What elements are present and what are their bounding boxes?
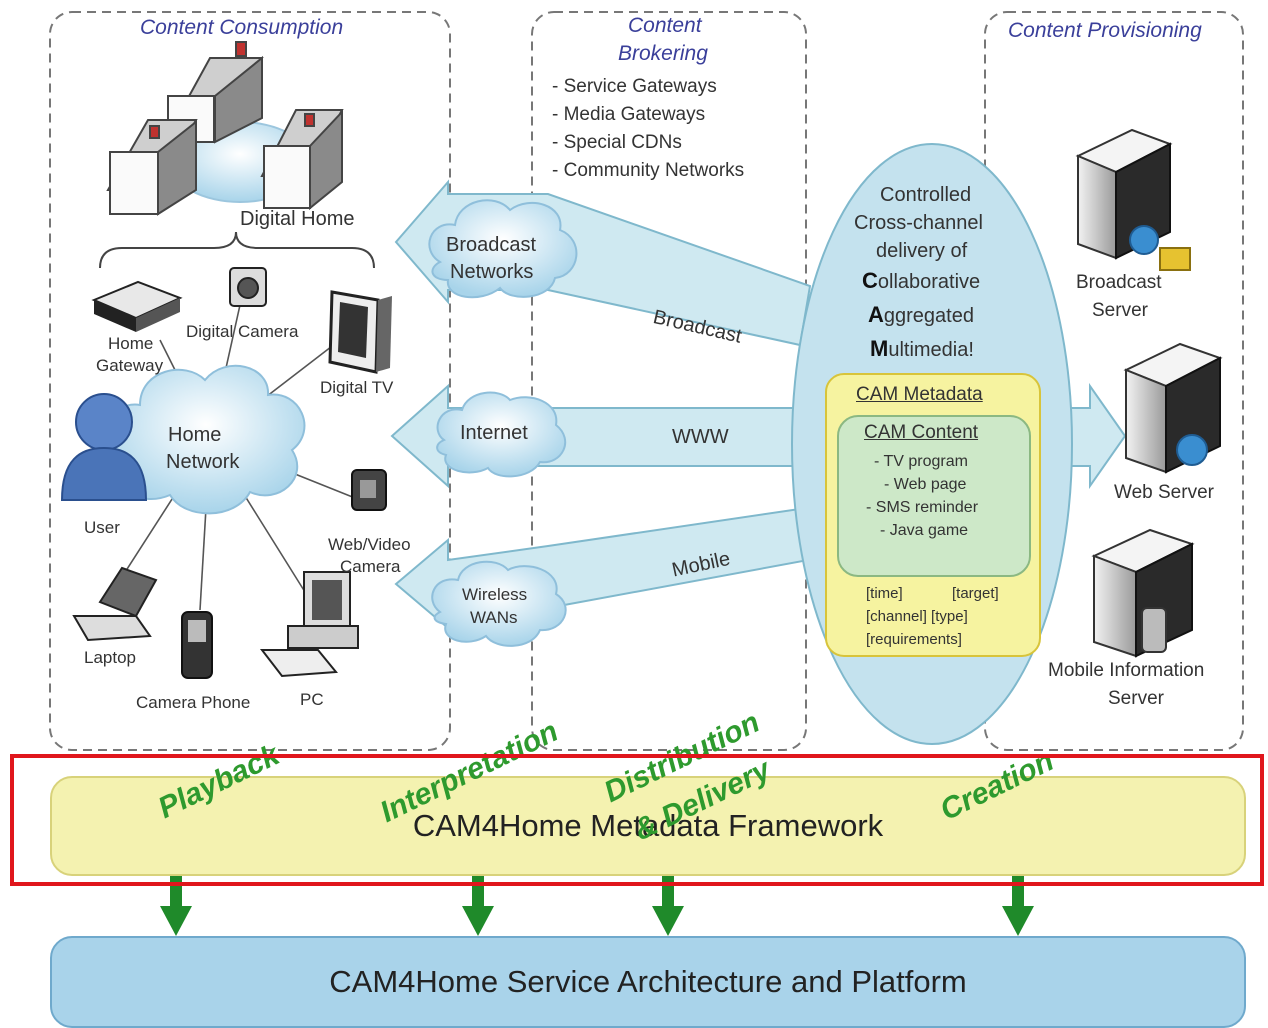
- home-network-label-line2: Network: [166, 451, 240, 473]
- consumption-header: Content Consumption: [140, 16, 344, 39]
- highlight-box: [10, 754, 1264, 886]
- brokering-header-line2: Brokering: [618, 42, 708, 65]
- digital-camera-icon: [229, 267, 267, 307]
- cam-acronym-aggregated: Aggregated: [868, 302, 974, 327]
- mobile-information-server-label-line2: Server: [1108, 688, 1164, 709]
- cam-content-item: - SMS reminder: [866, 499, 979, 516]
- brokering-item: - Media Gateways: [552, 104, 706, 125]
- cam-attr-target: [target]: [952, 585, 999, 602]
- cam-content-item: - TV program: [874, 453, 968, 470]
- cam-content-item: - Web page: [884, 476, 967, 493]
- web-video-camera-label-line1: Web/Video: [328, 535, 411, 554]
- cam-intro-line2: Cross-channel: [854, 212, 983, 234]
- mobile-information-server-label-line1: Mobile Information: [1048, 660, 1205, 681]
- broadcast-server-label-line2: Server: [1092, 300, 1148, 321]
- cam-attr-channel-type: [channel] [type]: [866, 608, 968, 625]
- cam-content-box: [837, 415, 1031, 577]
- wireless-wans-label-line1: Wireless: [462, 585, 528, 604]
- broadcast-server-label-line1: Broadcast: [1076, 272, 1162, 293]
- home-gateway-icon: [91, 280, 183, 332]
- broadcast-networks-label-line2: Networks: [450, 261, 534, 283]
- cam-metadata-title: CAM Metadata: [856, 384, 983, 405]
- web-server-icon: [1123, 342, 1223, 474]
- wireless-wans-cloud: [431, 560, 567, 647]
- cam-acronym-multimedia: Multimedia!: [870, 336, 974, 361]
- cam-attr-time: [time]: [866, 585, 903, 602]
- cam-content-item: - Java game: [880, 522, 969, 539]
- provisioning-section-box: [984, 11, 1244, 751]
- provisioning-header: Content Provisioning: [1008, 19, 1202, 42]
- laptop-label: Laptop: [84, 648, 136, 667]
- consumption-section-box: [49, 11, 451, 751]
- digital-tv-icon: [328, 290, 392, 374]
- cam-intro-line3: delivery of: [876, 240, 968, 262]
- user-label: User: [84, 518, 120, 537]
- web-video-camera-label-line2: Camera: [340, 557, 401, 576]
- digital-home-houses: [106, 41, 344, 216]
- internet-label: Internet: [460, 422, 528, 444]
- home-gateway-label-line1: Home: [108, 334, 154, 353]
- brokering-item: - Community Networks: [552, 160, 745, 181]
- brokering-item: - Service Gateways: [552, 76, 717, 97]
- camera-phone-label: Camera Phone: [136, 693, 251, 712]
- pc-icon: [259, 571, 359, 678]
- digital-home-label: Digital Home: [240, 208, 355, 230]
- broadcast-networks-cloud: [428, 199, 578, 299]
- camera-phone-icon: [181, 611, 213, 679]
- home-network-cloud: [106, 364, 306, 515]
- brokering-header-line1: Content: [628, 14, 702, 37]
- metadata-framework-bar: CAM4Home Metadata Framework: [50, 776, 1246, 876]
- user-icon: [60, 393, 148, 501]
- cam-acronym-collaborative: Collaborative: [862, 268, 981, 293]
- cam-attr-requirements: [requirements]: [866, 631, 962, 648]
- digital-home-bracket: [99, 231, 375, 269]
- broadcast-networks-label-line1: Broadcast: [446, 234, 537, 256]
- internet-cloud: [436, 391, 567, 478]
- wireless-wans-label-line2: WANs: [470, 608, 518, 627]
- pc-label: PC: [300, 690, 324, 709]
- brokering-item: - Special CDNs: [552, 132, 682, 153]
- home-network-label-line1: Home: [168, 424, 222, 446]
- web-video-camera-icon: [351, 469, 387, 511]
- metadata-framework-label: CAM4Home Metadata Framework: [412, 808, 884, 843]
- home-gateway-label-line2: Gateway: [96, 356, 164, 375]
- service-platform-label: CAM4Home Service Architecture and Platfo…: [329, 964, 967, 999]
- web-server-label: Web Server: [1114, 482, 1214, 503]
- digital-camera-label: Digital Camera: [186, 322, 299, 341]
- digital-tv-label: Digital TV: [320, 378, 394, 397]
- cam-content-title: CAM Content: [864, 422, 979, 443]
- laptop-icon: [72, 566, 158, 642]
- mobile-information-server-icon: [1091, 528, 1195, 658]
- service-platform-bar: CAM4Home Service Architecture and Platfo…: [50, 936, 1246, 1028]
- cam-intro-line1: Controlled: [880, 184, 972, 206]
- broadcast-server-icon: [1075, 128, 1191, 271]
- www-channel-label: WWW: [672, 426, 729, 448]
